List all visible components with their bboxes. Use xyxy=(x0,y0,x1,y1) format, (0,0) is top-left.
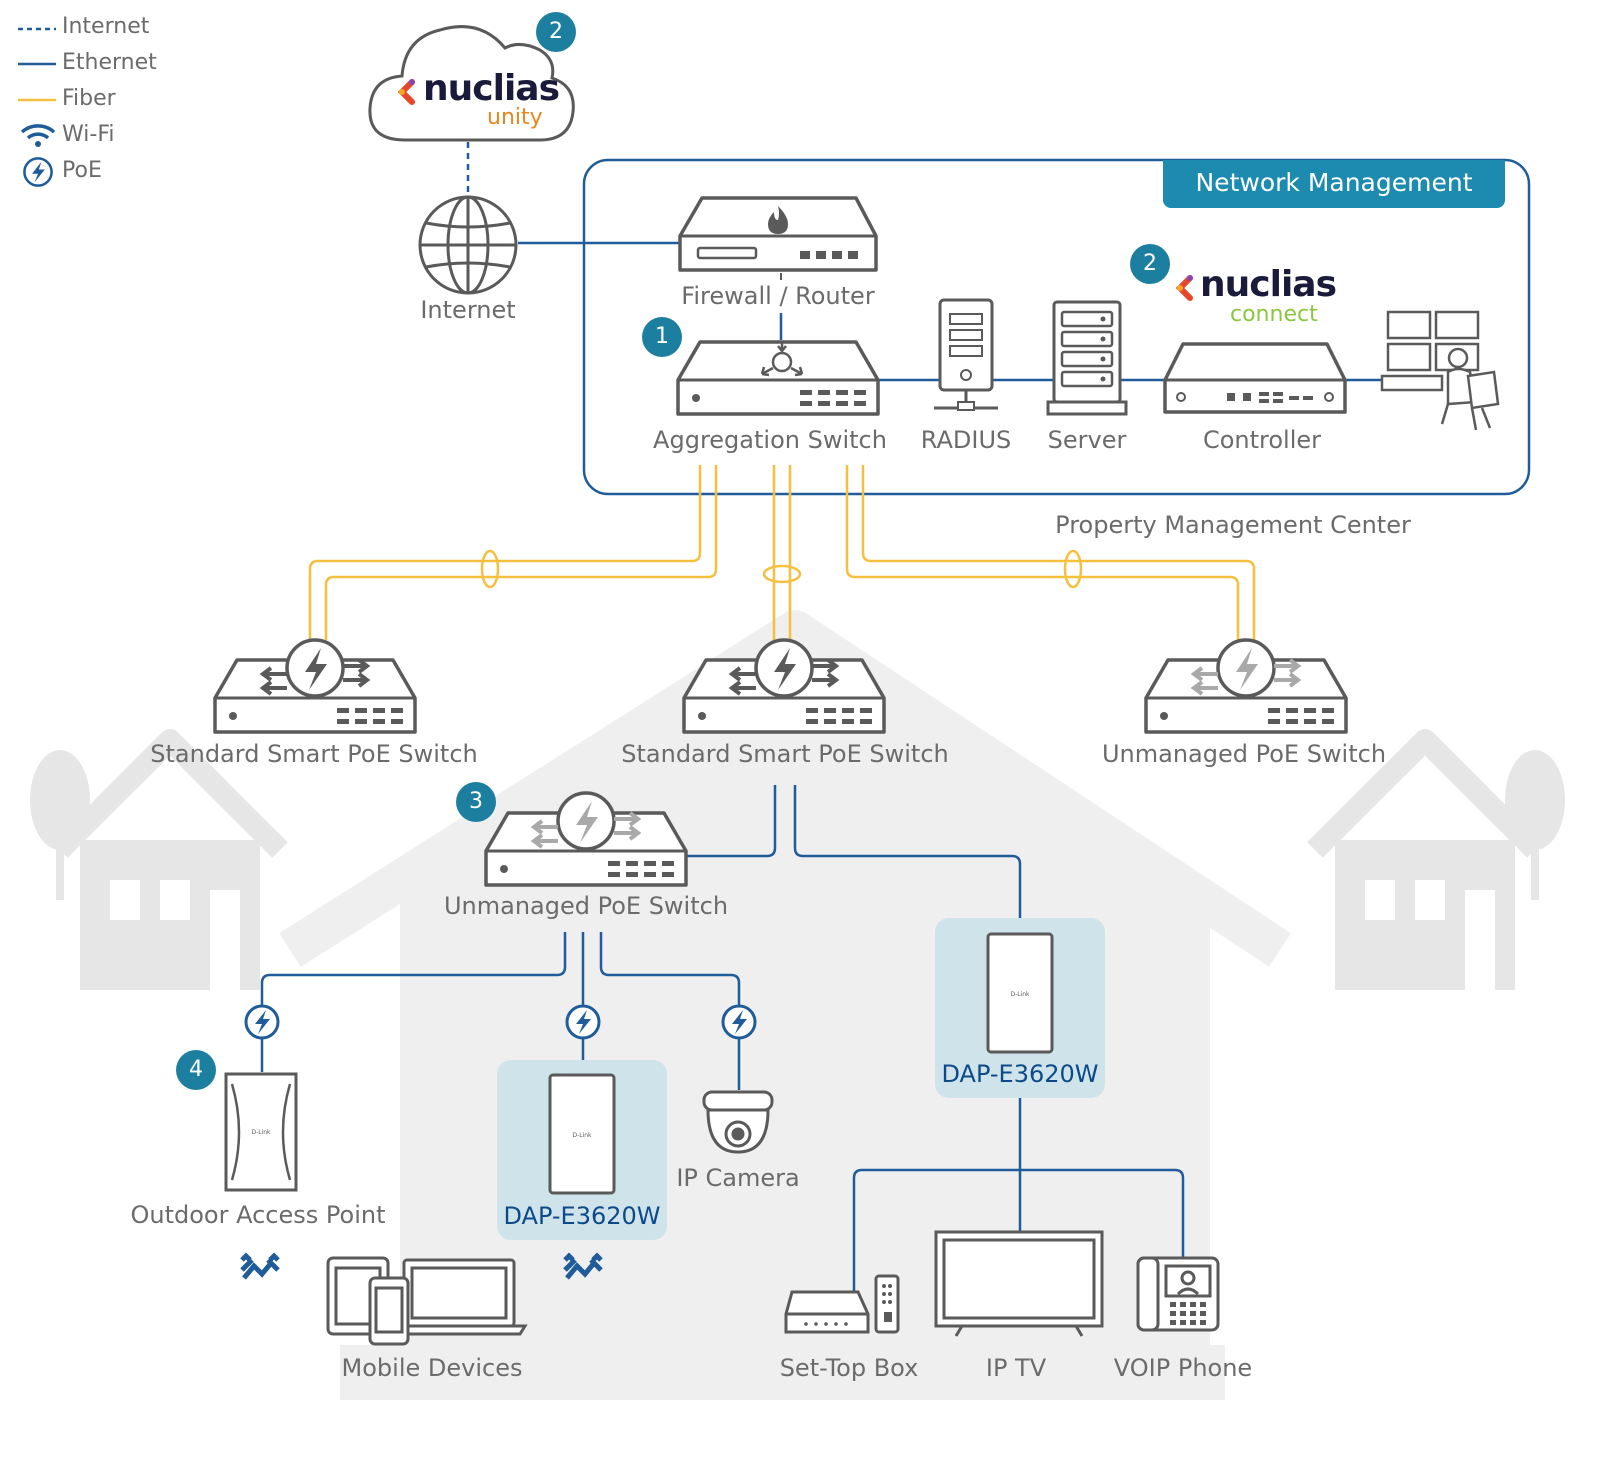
legend-fiber-label: Fiber xyxy=(62,86,116,111)
controller-icon xyxy=(1163,342,1347,414)
main-house-roof xyxy=(279,610,1292,967)
ip-tv-label: IP TV xyxy=(985,1354,1047,1382)
smart-switch-left-label: Standard Smart PoE Switch xyxy=(150,740,478,768)
poe-marker-outdoor-icon xyxy=(244,1004,280,1040)
dap-left-icon: D-Link xyxy=(548,1073,616,1195)
outdoor-access-point-label: Outdoor Access Point xyxy=(130,1201,386,1229)
nuclias-connect-logo-mark xyxy=(1175,275,1193,301)
dap-right-icon: D-Link xyxy=(986,932,1054,1054)
poe-marker-dap-icon xyxy=(565,1004,601,1040)
mobile-devices-label: Mobile Devices xyxy=(341,1354,523,1382)
voip-phone-label: VOIP Phone xyxy=(1113,1354,1253,1382)
unmanaged-inner-badge: 3 xyxy=(456,782,496,822)
controller-label: Controller xyxy=(1202,426,1322,454)
nuclias-unity-product: unity xyxy=(487,105,543,130)
nuclias-unity-brand: nuclias xyxy=(423,68,560,109)
dap-left-label: DAP-E3620W xyxy=(503,1202,661,1230)
dap-left-brand: D-Link xyxy=(572,1132,592,1139)
controller-badge: 2 xyxy=(1130,244,1170,284)
legend xyxy=(18,27,56,187)
server-icon xyxy=(1046,300,1128,416)
right-house-icon xyxy=(1315,740,1535,990)
poe-marker-camera-icon xyxy=(721,1004,757,1040)
globe-icon xyxy=(418,195,518,295)
aggregation-badge: 1 xyxy=(642,317,682,357)
fiber-links xyxy=(308,465,1256,640)
unmanaged-switch-inner-label: Unmanaged PoE Switch xyxy=(443,892,729,920)
firewall-router-icon xyxy=(678,196,878,272)
cloud-badge: 2 xyxy=(536,12,576,52)
legend-poe-label: PoE xyxy=(62,158,102,183)
network-management-title: Network Management xyxy=(1163,160,1505,208)
legend-ethernet-label: Ethernet xyxy=(62,50,157,75)
ip-camera-icon xyxy=(702,1090,774,1154)
voip-phone-icon xyxy=(1136,1256,1220,1332)
aggregation-switch-label: Aggregation Switch xyxy=(653,426,887,454)
left-house-icon xyxy=(60,740,280,990)
set-top-box-icon xyxy=(784,1274,900,1334)
nuclias-unity-logo-mark xyxy=(397,79,415,105)
radius-server-icon xyxy=(934,298,998,411)
unmanaged-poe-switch-right-icon xyxy=(1144,638,1348,734)
dap-right-brand: D-Link xyxy=(1010,991,1030,998)
property-management-center-label: Property Management Center xyxy=(1055,511,1411,539)
set-top-box-label: Set-Top Box xyxy=(779,1354,919,1382)
aggregation-switch-icon xyxy=(676,340,880,416)
ethernet-links xyxy=(260,241,1395,1292)
wifi-icon xyxy=(20,124,56,147)
firewall-router-label: Firewall / Router xyxy=(681,282,875,310)
legend-internet-label: Internet xyxy=(62,14,150,39)
cloud-icon xyxy=(368,25,575,142)
unmanaged-switch-right-label: Unmanaged PoE Switch xyxy=(1101,740,1387,768)
smart-poe-switch-left-icon xyxy=(215,640,415,732)
legend-wifi-label: Wi-Fi xyxy=(62,122,115,147)
operator-workstation-icon xyxy=(1380,310,1500,431)
outdoor-ap-badge: 4 xyxy=(176,1050,216,1090)
ip-tv-icon xyxy=(934,1230,1104,1337)
internet-label: Internet xyxy=(420,296,516,324)
ip-camera-label: IP Camera xyxy=(676,1164,800,1192)
radius-label: RADIUS xyxy=(920,426,1012,454)
nuclias-connect-product: connect xyxy=(1230,302,1318,327)
outdoor-ap-brand: D-Link xyxy=(251,1129,271,1136)
server-label: Server xyxy=(1047,426,1127,454)
network-management-panel xyxy=(582,158,1531,496)
wifi-signal-outdoor-icon xyxy=(242,1256,278,1278)
poe-icon xyxy=(23,157,53,187)
smart-switch-center-label: Standard Smart PoE Switch xyxy=(621,740,949,768)
dap-right-label: DAP-E3620W xyxy=(941,1060,1099,1088)
nuclias-connect-brand: nuclias xyxy=(1200,264,1337,305)
outdoor-access-point-icon: D-Link xyxy=(224,1072,298,1192)
mobile-devices-icon xyxy=(326,1256,528,1346)
